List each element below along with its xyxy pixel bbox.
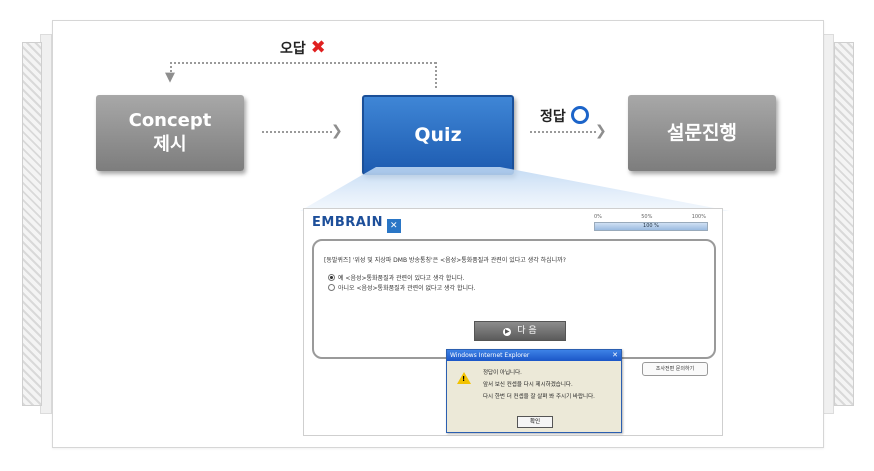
alert-dialog: Windows Internet Explorer ✕ ! 정답이 아닙니다. …	[446, 349, 622, 433]
survey-label: 설문진행	[667, 122, 737, 144]
option-no[interactable]: 아니오 <음성>통화품질과 관련이 없다고 생각 합니다.	[328, 283, 475, 292]
x-mark-icon: ✖	[310, 37, 326, 58]
wrong-label: 오답 ✖	[280, 37, 326, 58]
next-button[interactable]: ▶다 음	[474, 321, 566, 341]
radio-selected-icon[interactable]	[328, 274, 335, 281]
wrong-loop-left-line	[170, 62, 172, 72]
quiz-to-survey-line	[530, 131, 596, 133]
question-box: [동발퀴즈] '위성 및 지상파 DMB 방송통칭'은 <음성>통화품질과 관련…	[312, 239, 716, 359]
warning-exclamation: !	[462, 375, 466, 383]
close-icon[interactable]: ✕	[612, 351, 618, 359]
arrow-down-icon: ▼	[165, 70, 175, 85]
ok-button[interactable]: 확인	[517, 416, 553, 428]
circle-icon	[570, 106, 589, 124]
side-panel-left	[22, 42, 42, 406]
warning-icon	[457, 372, 471, 384]
dialog-message-3: 다시 한번 더 컨셉을 잘 살펴 봐 주시기 바랍니다.	[483, 394, 595, 400]
concept-box: Concept 제시	[96, 95, 244, 171]
wrong-loop-right-line	[435, 62, 437, 88]
survey-box: 설문진행	[628, 95, 776, 171]
concept-sub-label: 제시	[153, 134, 187, 155]
progress-bar: 100 %	[594, 222, 708, 231]
option-yes[interactable]: 예 <음성>통화품질과 관련이 있다고 생각 합니다.	[328, 273, 464, 282]
progress-labels: 0% 50% 100%	[594, 214, 706, 220]
wrong-text: 오답	[280, 41, 306, 57]
quiz-label: Quiz	[414, 124, 462, 146]
concept-label: Concept	[128, 110, 212, 131]
play-icon: ▶	[503, 328, 512, 336]
arrow-right-icon: ❯	[595, 123, 607, 139]
dialog-title: Windows Internet Explorer ✕	[447, 350, 621, 361]
dialog-message-1: 정답이 아닙니다.	[483, 370, 522, 376]
quiz-box: Quiz	[362, 95, 514, 175]
dialog-message-2: 앞서 보신 컨셉을 다시 제시하겠습니다.	[483, 382, 573, 388]
correct-label: 정답	[540, 106, 589, 126]
correct-text: 정답	[540, 109, 566, 125]
quiz-screen: EMBRAIN✕ 0% 50% 100% 100 % [동발퀴즈] '위성 및 …	[303, 208, 723, 436]
question-text: [동발퀴즈] '위성 및 지상파 DMB 방송통칭'은 <음성>통화품질과 관련…	[324, 257, 566, 264]
embrain-logo: EMBRAIN✕	[312, 215, 402, 233]
inquiry-button[interactable]: 조사전편 문의하기	[642, 362, 708, 376]
logo-mark-icon: ✕	[387, 219, 402, 233]
spotlight-beam	[300, 167, 730, 211]
concept-to-quiz-line	[262, 131, 332, 133]
side-panel-right	[834, 42, 854, 406]
radio-icon[interactable]	[328, 284, 335, 291]
arrow-right-icon: ❯	[331, 123, 343, 139]
wrong-loop-top-line	[170, 62, 436, 64]
progress-fill: 100 %	[595, 223, 707, 230]
